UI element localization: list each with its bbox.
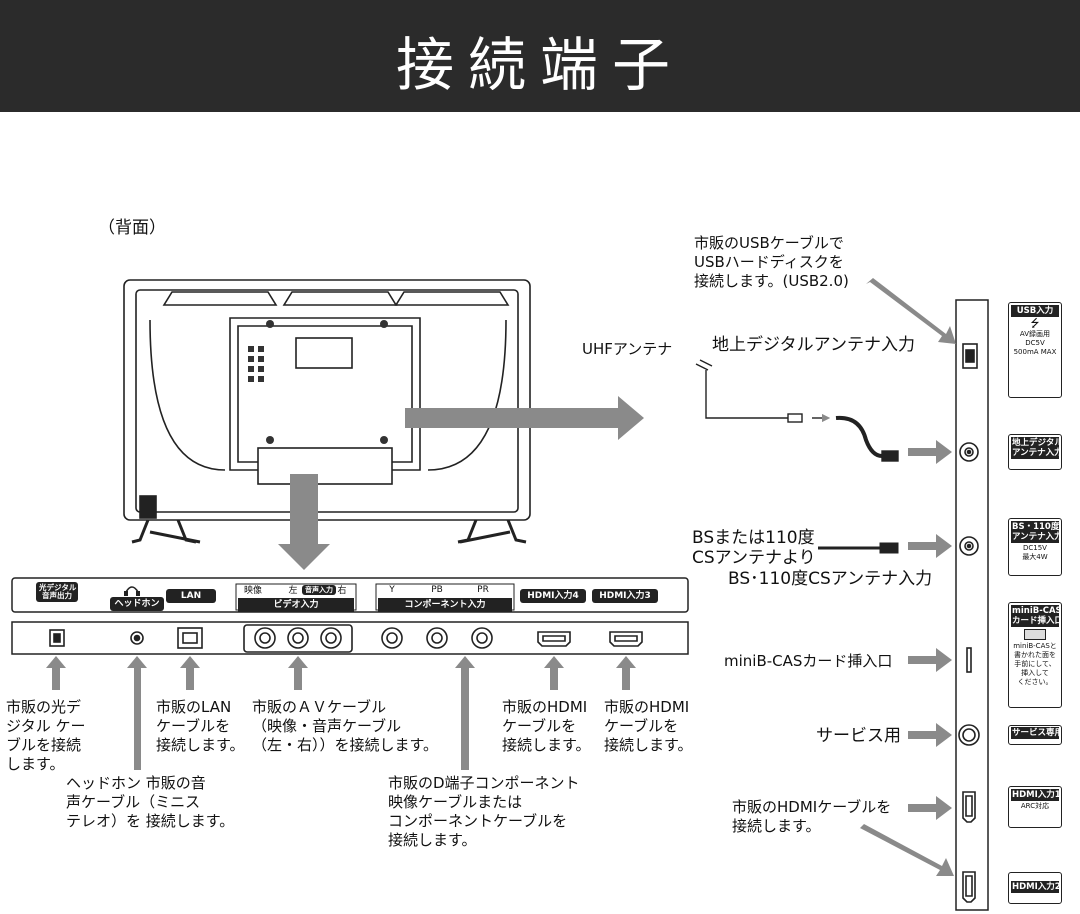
label-video-input: ビデオ入力 (238, 598, 354, 612)
caption-hdmi4: 市販のHDMI ケーブルを 接続します。 (502, 698, 591, 754)
side-label-service-title: サービス専用 (1011, 727, 1062, 739)
label-hdmi3: HDMI入力3 (592, 589, 658, 603)
usb-icon: ⭍ (1030, 317, 1040, 330)
caption-bcas-slot: miniB-CASカード挿入口 (724, 652, 893, 670)
label-pr: PR (477, 585, 489, 595)
side-label-bs: BS・110度CS アンテナ入力 DC15V 最大4W (1008, 518, 1062, 576)
side-arrows (858, 278, 956, 876)
side-label-bcas-title: miniB-CAS カード挿入口 (1011, 605, 1062, 627)
side-label-terrestrial: 地上デジタル アンテナ入力 (1008, 434, 1062, 470)
caption-lan: 市販のLAN ケーブルを 接続します。 (156, 698, 245, 754)
label-optical-output: 光デジタル 音声出力 (36, 582, 78, 602)
label-y: Y (389, 585, 395, 595)
label-right: 右 (337, 586, 347, 596)
arrow-to-bottom (278, 474, 330, 570)
side-label-terrestrial-title: 地上デジタル アンテナ入力 (1011, 437, 1062, 459)
caption-av: 市販のＡＶケーブル （映像・音声ケーブル （左・右））を接続します。 (252, 698, 439, 754)
caption-bs-input: BS･110度CSアンテナ入力 (728, 569, 933, 589)
caption-terrestrial-input: 地上デジタルアンテナ入力 (712, 335, 915, 355)
label-audio-input: 音声入力 (302, 585, 336, 595)
side-label-bs-title: BS・110度CS アンテナ入力 (1011, 521, 1062, 543)
side-label-hdmi1-title: HDMI入力1 (1011, 789, 1061, 801)
side-label-hdmi1-sub: ARC対応 (1020, 802, 1050, 810)
uhf-antenna-cable (695, 359, 899, 462)
side-label-bcas: miniB-CAS カード挿入口 miniB-CASと 書かれた面を 手前にして… (1008, 602, 1062, 708)
caption-hdmi-side: 市販のHDMIケーブルを 接続します。 (732, 798, 892, 835)
caption-usb: 市販のUSBケーブルで USBハードディスクを 接続します。(USB2.0) (694, 234, 849, 290)
label-headphone: ヘッドホン (110, 597, 164, 611)
side-label-hdmi2-title: HDMI入力2 (1011, 881, 1061, 893)
side-label-usb-sub: AV録画用 DC5V 500mA MAX (1013, 330, 1057, 356)
side-label-hdmi2: HDMI入力2 (1008, 872, 1062, 904)
side-label-hdmi1: HDMI入力1 ARC対応 (1008, 786, 1062, 828)
caption-service: サービス用 (816, 726, 901, 746)
label-video: 映像 (244, 586, 263, 596)
tv-rear (123, 279, 531, 544)
caption-uhf-antenna: UHFアンテナ (582, 340, 673, 358)
tv-vent (248, 320, 388, 444)
page-title: 接続端子 (395, 31, 684, 99)
bottom-ports (49, 624, 643, 653)
rear-label: （背面） (98, 218, 166, 238)
side-label-usb: USB入力 ⭍ AV録画用 DC5V 500mA MAX (1008, 302, 1062, 398)
side-label-bcas-sub: miniB-CASと 書かれた面を 手前にして、 挿入して ください。 (1013, 642, 1057, 686)
side-label-service: サービス専用 (1008, 725, 1062, 745)
label-pb: PB (431, 585, 443, 595)
card-icon (1024, 629, 1046, 640)
label-hdmi4: HDMI入力4 (520, 589, 586, 603)
headphone-icon (125, 586, 139, 593)
caption-component: 市販のD端子コンポーネント 映像ケーブルまたは コンポーネントケーブルを 接続し… (388, 774, 580, 849)
side-label-usb-title: USB入力 (1011, 305, 1059, 317)
caption-headphone: ヘッドホン 市販の音 声ケーブル（ミニス テレオ）を 接続します。 (66, 774, 235, 830)
caption-optical: 市販の光デ ジタル ケー ブルを接続 します。 (6, 698, 86, 773)
label-component-input: コンポーネント入力 (378, 598, 512, 612)
label-lan: LAN (166, 589, 216, 603)
bottom-arrows (46, 656, 636, 770)
arrow-to-side (405, 396, 644, 440)
side-ports (958, 343, 980, 903)
label-left: 左 (288, 586, 298, 596)
caption-bs-source: BSまたは110度 CSアンテナより (692, 528, 816, 568)
bs-cable (818, 542, 899, 554)
caption-hdmi3: 市販のHDMI ケーブルを 接続します。 (604, 698, 693, 754)
header-bar: 接続端子 (0, 0, 1080, 112)
side-label-bs-sub: DC15V 最大4W (1022, 544, 1048, 561)
